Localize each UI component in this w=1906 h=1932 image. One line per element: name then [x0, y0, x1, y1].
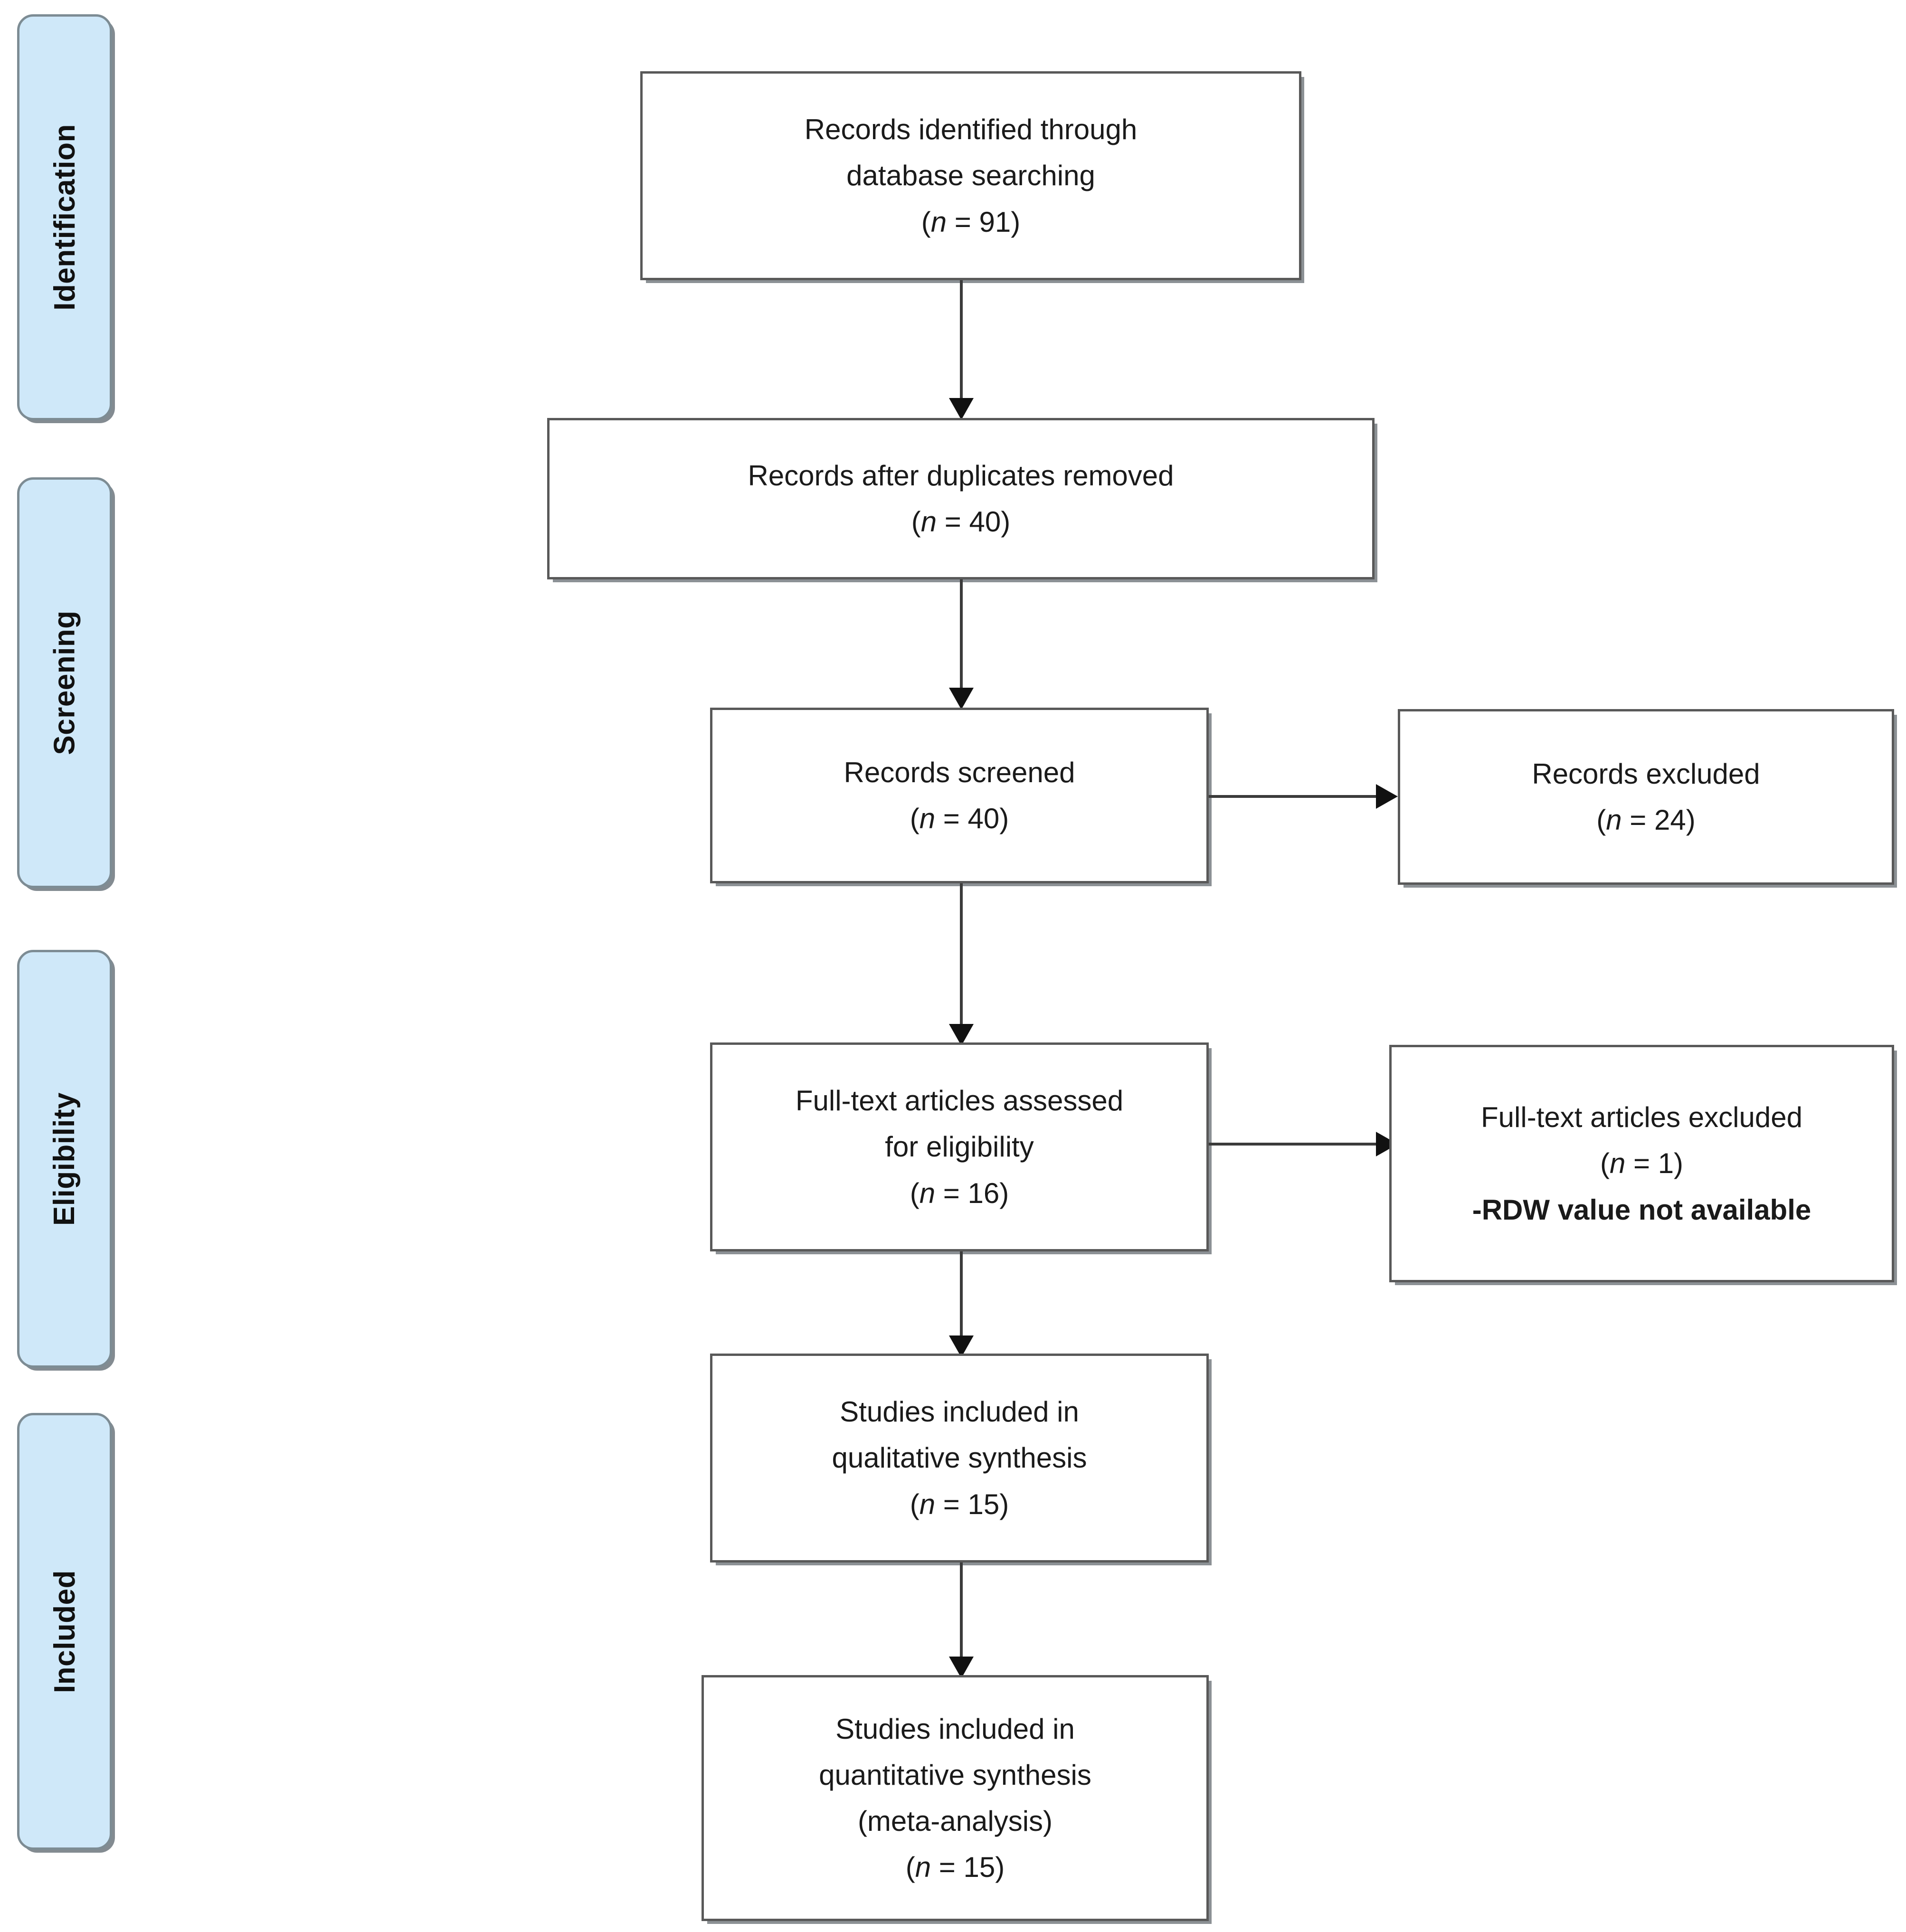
box-records-excluded: Records excluded (n = 24)	[1398, 709, 1894, 885]
n-value: = 1)	[1625, 1147, 1684, 1180]
n-symbol: n	[919, 803, 936, 834]
text-line-count: (n = 40)	[844, 796, 1075, 842]
stage-label-eligibility: Eligibility	[48, 1092, 81, 1226]
paren-open: (	[910, 1488, 920, 1520]
box-fulltext-excluded: Full-text articles excluded (n = 1) -RDW…	[1389, 1045, 1894, 1282]
text-line: database searching	[846, 160, 1095, 192]
arrow-qualitative-to-quantitative-icon	[949, 1657, 974, 1678]
text-line: Records after duplicates removed	[748, 459, 1174, 492]
n-symbol: n	[915, 1851, 931, 1884]
connector-qualitative-to-quantitative	[960, 1563, 963, 1657]
text-line: Full-text articles assessed	[795, 1085, 1124, 1117]
box-records-after-duplicates-text: Records after duplicates removed (n = 40…	[735, 453, 1186, 545]
text-line: Full-text articles excluded	[1481, 1101, 1802, 1134]
exclusion-reason: -RDW value not available	[1472, 1193, 1811, 1226]
arrow-screened-to-excluded-icon	[1376, 784, 1398, 809]
text-line-count: (n = 40)	[748, 499, 1174, 545]
paren-open: (	[921, 206, 931, 238]
box-records-excluded-text: Records excluded (n = 24)	[1519, 751, 1772, 843]
n-value: = 16)	[935, 1177, 1009, 1209]
arrow-identified-to-duplicates-icon	[949, 398, 974, 420]
box-records-screened-text: Records screened (n = 40)	[832, 749, 1088, 842]
text-line-count: (n = 24)	[1532, 797, 1760, 843]
connector-duplicates-to-screened	[960, 579, 963, 689]
stage-tab-eligibility: Eligibility	[17, 950, 112, 1368]
paren-open: (	[910, 1177, 920, 1209]
stage-label-identification: Identification	[48, 124, 81, 311]
box-records-after-duplicates: Records after duplicates removed (n = 40…	[547, 418, 1375, 579]
text-line-count: (n = 16)	[796, 1170, 1123, 1216]
n-value: = 24)	[1622, 804, 1696, 836]
text-line: Studies included in	[835, 1713, 1075, 1745]
n-value: = 40)	[937, 506, 1011, 538]
paren-open: (	[910, 803, 920, 834]
n-symbol: n	[1606, 804, 1622, 836]
n-symbol: n	[930, 206, 947, 238]
connector-screened-to-fulltext	[960, 883, 963, 1026]
text-line: qualitative synthesis	[832, 1442, 1087, 1474]
connector-screened-to-excluded	[1209, 795, 1380, 798]
text-line-count: (n = 1)	[1472, 1140, 1811, 1186]
arrow-duplicates-to-screened-icon	[949, 688, 974, 710]
text-line: Records screened	[844, 756, 1075, 788]
box-qualitative-synthesis: Studies included in qualitative synthesi…	[710, 1354, 1209, 1563]
text-line: Studies included in	[840, 1396, 1079, 1428]
n-symbol: n	[919, 1488, 936, 1520]
n-value: = 15)	[935, 1488, 1009, 1520]
box-quantitative-synthesis-text: Studies included in quantitative synthes…	[806, 1706, 1104, 1891]
connector-fulltext-to-qualitative	[960, 1251, 963, 1337]
n-symbol: n	[1609, 1147, 1626, 1180]
n-value: = 40)	[935, 803, 1009, 834]
paren-open: (	[1600, 1147, 1610, 1180]
text-line: Records identified through	[804, 114, 1138, 146]
stage-label-screening: Screening	[48, 610, 81, 755]
n-symbol: n	[919, 1177, 936, 1209]
box-records-identified-text: Records identified through database sear…	[792, 106, 1149, 245]
stage-tab-screening: Screening	[17, 477, 112, 888]
text-line-count: (n = 91)	[805, 199, 1137, 245]
stage-tab-identification: Identification	[17, 14, 112, 420]
box-quantitative-synthesis: Studies included in quantitative synthes…	[702, 1675, 1209, 1921]
arrow-screened-to-fulltext-icon	[949, 1024, 974, 1046]
text-line-count: (n = 15)	[832, 1481, 1087, 1527]
box-fulltext-assessed: Full-text articles assessed for eligibil…	[710, 1042, 1209, 1251]
text-line-count: (n = 15)	[819, 1844, 1091, 1890]
paren-open: (	[911, 506, 921, 538]
n-value: = 15)	[931, 1851, 1005, 1884]
text-line: (meta-analysis)	[857, 1805, 1053, 1837]
box-records-identified: Records identified through database sear…	[640, 71, 1301, 280]
text-line: for eligibility	[885, 1131, 1034, 1163]
connector-fulltext-to-excluded	[1209, 1143, 1380, 1146]
stage-label-included: Included	[48, 1570, 81, 1693]
stage-tab-included: Included	[17, 1413, 112, 1850]
n-symbol: n	[920, 506, 937, 538]
box-fulltext-excluded-text: Full-text articles excluded (n = 1) -RDW…	[1460, 1094, 1824, 1233]
n-value: = 91)	[947, 206, 1021, 238]
text-line: Records excluded	[1532, 758, 1760, 790]
paren-open: (	[1596, 804, 1606, 836]
paren-open: (	[905, 1851, 915, 1884]
text-line: quantitative synthesis	[819, 1759, 1091, 1791]
box-fulltext-assessed-text: Full-text articles assessed for eligibil…	[783, 1078, 1136, 1216]
connector-identified-to-duplicates	[960, 280, 963, 399]
box-records-screened: Records screened (n = 40)	[710, 708, 1209, 883]
box-qualitative-synthesis-text: Studies included in qualitative synthesi…	[820, 1389, 1100, 1527]
